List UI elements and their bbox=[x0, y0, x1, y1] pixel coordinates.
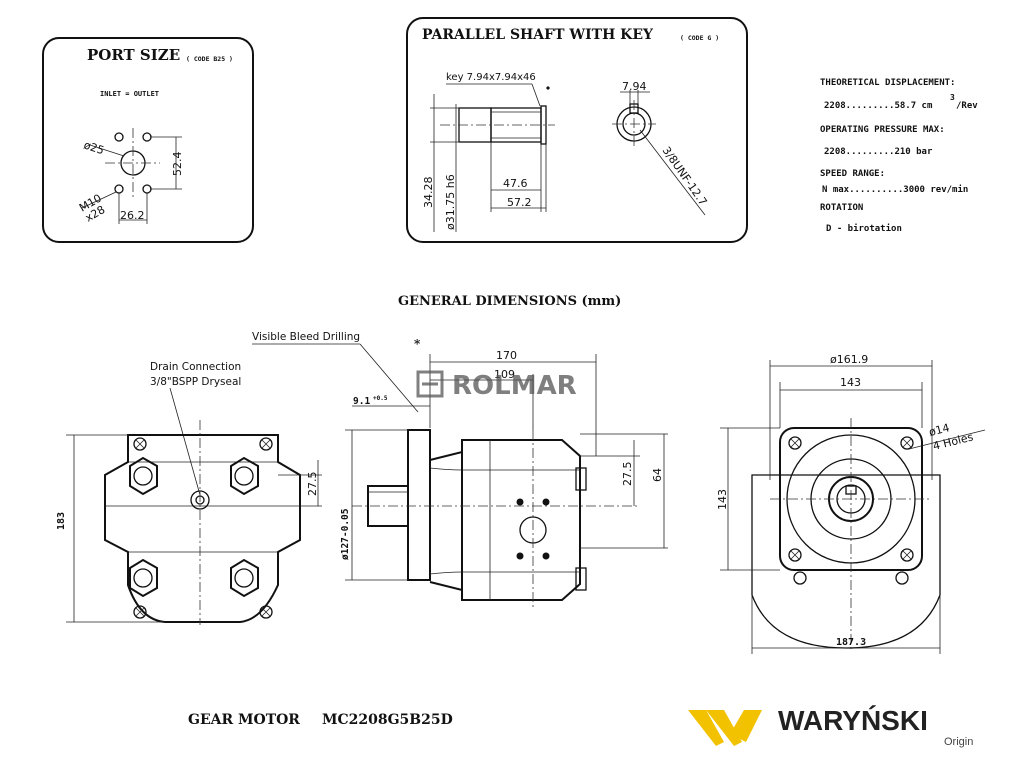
front-bolt-hole bbox=[259, 605, 273, 619]
shaft-dim-l1: 47.6 bbox=[503, 177, 528, 190]
spec-speed-label: SPEED RANGE: bbox=[820, 169, 885, 179]
spec-displacement-label: THEORETICAL DISPLACEMENT: bbox=[820, 78, 955, 88]
port-size-panel: PORT SIZE ( CODE B25 ) INLET = OUTLET 52… bbox=[42, 37, 254, 243]
front-bolt-hole bbox=[133, 605, 147, 619]
flange-view: ø161.9 143 ø14 4 Holes 143 187.3 bbox=[716, 353, 986, 654]
shaft-dim-d1: 34.28 bbox=[422, 177, 435, 209]
brand-sub: Origin bbox=[944, 736, 973, 748]
port-panel-code: ( CODE B25 ) bbox=[186, 55, 233, 63]
drain-port bbox=[190, 490, 210, 510]
front-dim-height: 183 bbox=[56, 512, 67, 530]
front-bolt-hole bbox=[133, 437, 147, 451]
flange-dim-pilot: ø161.9 bbox=[830, 353, 868, 366]
flange-dim-width: 143 bbox=[840, 376, 861, 389]
port-panel-note: INLET = OUTLET bbox=[100, 90, 159, 98]
shaft-panel-title: PARALLEL SHAFT WITH KEY bbox=[422, 27, 654, 43]
hex-bolt bbox=[230, 456, 259, 496]
side-flange bbox=[407, 429, 431, 581]
spec-displacement-value: 2208.........58.7 cm bbox=[824, 101, 933, 111]
spec-rotation-label: ROTATION bbox=[820, 203, 863, 213]
spec-pressure-label: OPERATING PRESSURE MAX: bbox=[820, 125, 945, 135]
shaft-panel-frame bbox=[406, 17, 748, 243]
spec-pressure-value: 2208.........210 bar bbox=[824, 147, 933, 157]
warynski-logo-icon bbox=[688, 710, 724, 746]
shaft-dim-l2: 57.2 bbox=[507, 196, 532, 209]
flange-holes-dia: ø14 bbox=[928, 421, 951, 439]
flange-mount-hole bbox=[788, 548, 802, 562]
front-bolt-hole bbox=[259, 437, 273, 451]
side-dim-length: 170 bbox=[496, 349, 517, 362]
flange-mount-hole bbox=[900, 436, 914, 450]
drain-label-2: 3/8"BSPP Dryseal bbox=[150, 376, 241, 388]
drain-label-1: Drain Connection bbox=[150, 361, 241, 373]
spec-displacement-unit: /Rev bbox=[956, 101, 978, 111]
shaft-dim-key-width: 7.94 bbox=[622, 80, 647, 93]
spec-displacement-sup: 3 bbox=[950, 93, 955, 102]
side-bolt-head bbox=[575, 467, 587, 491]
port-bolt-hole bbox=[114, 132, 124, 142]
product-label: GEAR MOTOR bbox=[188, 712, 300, 728]
leader-line bbox=[89, 144, 125, 157]
leader-line bbox=[908, 429, 986, 450]
side-dim-109: 109 bbox=[494, 368, 515, 381]
hex-bolt bbox=[230, 558, 259, 598]
port-panel-title: PORT SIZE bbox=[87, 46, 180, 64]
hex-bolt bbox=[129, 456, 158, 496]
front-body-outline bbox=[104, 434, 301, 623]
leader-line bbox=[81, 191, 117, 209]
side-dim-64: 64 bbox=[651, 468, 664, 482]
warynski-logo: WARYŃSKI Origin bbox=[688, 705, 973, 748]
side-view: Visible Bleed Drilling * 170 bbox=[252, 331, 668, 610]
port-dim-height: 52.4 bbox=[171, 152, 184, 177]
leader-line bbox=[359, 343, 419, 413]
shaft-dim-d2: ø31.75 h6 bbox=[444, 174, 457, 230]
side-dim-port: 27.5 bbox=[621, 462, 634, 487]
general-dimensions-title: GENERAL DIMENSIONS (mm) bbox=[398, 294, 621, 309]
side-dim-flange: 9.1 bbox=[353, 396, 370, 407]
side-dim-pilot: ø127-0.05 bbox=[340, 508, 351, 560]
leader-dot bbox=[546, 86, 550, 90]
bleed-star: * bbox=[414, 337, 421, 351]
side-bolt-head bbox=[575, 567, 587, 591]
port-bolt-hole bbox=[142, 132, 152, 142]
hex-bolt bbox=[129, 558, 158, 598]
front-dim-port: 27.5 bbox=[306, 472, 319, 497]
rolmar-watermark-text: ROLMAR bbox=[452, 371, 577, 401]
side-body-outline bbox=[461, 439, 581, 601]
port-bolt-hole bbox=[142, 184, 152, 194]
rolmar-watermark: ROLMAR bbox=[416, 370, 577, 401]
front-view: Drain Connection 3/8"BSPP Dryseal bbox=[56, 361, 322, 625]
shaft-panel-code: ( CODE G ) bbox=[680, 34, 719, 42]
bleed-label: Visible Bleed Drilling bbox=[252, 331, 360, 343]
port-dim-bore: ø25 bbox=[82, 138, 106, 157]
flange-mount-hole bbox=[900, 548, 914, 562]
leader-line bbox=[639, 129, 706, 216]
leader-line bbox=[169, 387, 201, 496]
spec-rotation-value: D - birotation bbox=[826, 223, 902, 234]
shaft-dim-thread: 3/8UNF-12.7 bbox=[660, 144, 710, 208]
shaft-panel: PARALLEL SHAFT WITH KEY ( CODE G ) key 7… bbox=[406, 17, 748, 243]
port-dim-width: 26.2 bbox=[120, 209, 145, 222]
spec-speed-value: N max..........3000 rev/min bbox=[822, 184, 968, 195]
flange-mount-hole bbox=[788, 436, 802, 450]
rolmar-logo-icon bbox=[416, 370, 444, 398]
side-dim-flange-tol: +0.5 bbox=[373, 395, 388, 402]
port-panel-frame bbox=[42, 37, 254, 243]
brand-name: WARYŃSKI bbox=[778, 705, 928, 736]
specifications: THEORETICAL DISPLACEMENT: 2208.........5… bbox=[820, 78, 978, 234]
flange-dim-height: 143 bbox=[716, 489, 729, 510]
flange-dim-overall: 187.3 bbox=[836, 637, 866, 648]
shaft-key-label: key 7.94x7.94x46 bbox=[446, 72, 536, 83]
port-bolt-hole bbox=[114, 184, 124, 194]
leader-line bbox=[531, 83, 541, 107]
product-model: MC2208G5B25D bbox=[322, 712, 453, 728]
